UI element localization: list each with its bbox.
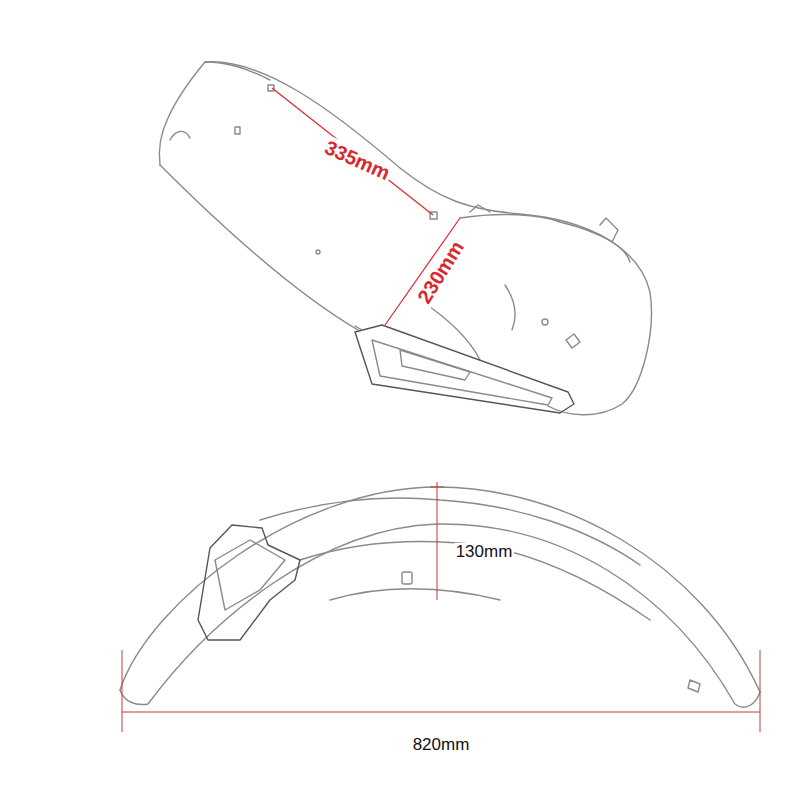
dimension-label: 335mm bbox=[319, 135, 395, 185]
dimension-label: 820mm bbox=[411, 736, 472, 755]
dimension-label: 130mm bbox=[454, 543, 515, 562]
